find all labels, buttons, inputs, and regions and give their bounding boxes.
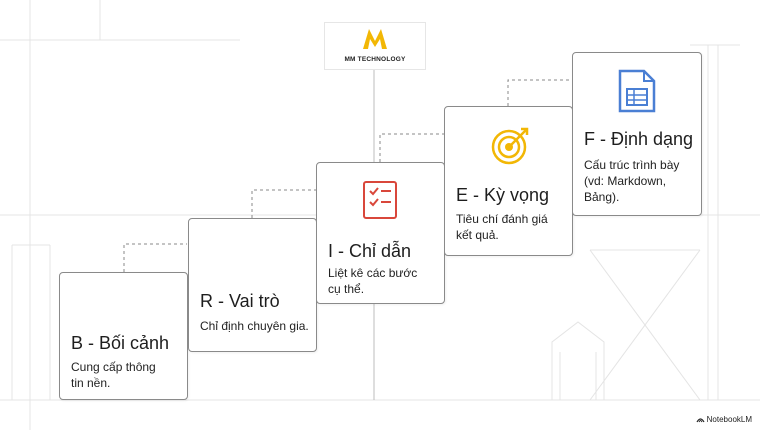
step-description: Tiêu chí đánh giá kết quả. <box>456 212 548 242</box>
mm-logo-icon <box>363 29 387 49</box>
target-icon <box>491 127 529 165</box>
step-description: Cấu trúc trình bày (vd: Markdown, Bảng). <box>584 158 680 204</box>
notebooklm-icon <box>696 418 705 423</box>
step-description: Cung cấp thông tin nền. <box>71 360 156 390</box>
company-logo: MM TECHNOLOGY <box>324 22 426 70</box>
step-card-f: F - Định dạng Cấu trúc trình bày (vd: Ma… <box>572 52 702 216</box>
step-title: R - Vai trò <box>200 291 280 311</box>
step-description: Liệt kê các bước cụ thể. <box>328 266 418 296</box>
step-title: F - Định dạng <box>584 129 694 149</box>
notebooklm-badge: NotebookLM <box>696 415 752 424</box>
watermark-text: NotebookLM <box>706 415 752 424</box>
step-card-r: R - Vai trò Chỉ định chuyên gia. <box>188 218 317 352</box>
checklist-icon <box>363 181 397 219</box>
step-title: E - Kỳ vọng <box>456 185 550 205</box>
step-card-e: E - Kỳ vọng Tiêu chí đánh giá kết quả. <box>444 106 573 256</box>
step-title: I - Chỉ dẫn <box>328 241 412 261</box>
step-card-i: I - Chỉ dẫn Liệt kê các bước cụ thể. <box>316 162 445 304</box>
spreadsheet-icon <box>618 69 656 113</box>
step-card-b: B - Bối cảnh Cung cấp thông tin nền. <box>59 272 188 400</box>
company-name: MM TECHNOLOGY <box>344 56 406 63</box>
step-description: Chỉ định chuyên gia. <box>200 319 309 333</box>
step-title: B - Bối cảnh <box>71 333 170 353</box>
